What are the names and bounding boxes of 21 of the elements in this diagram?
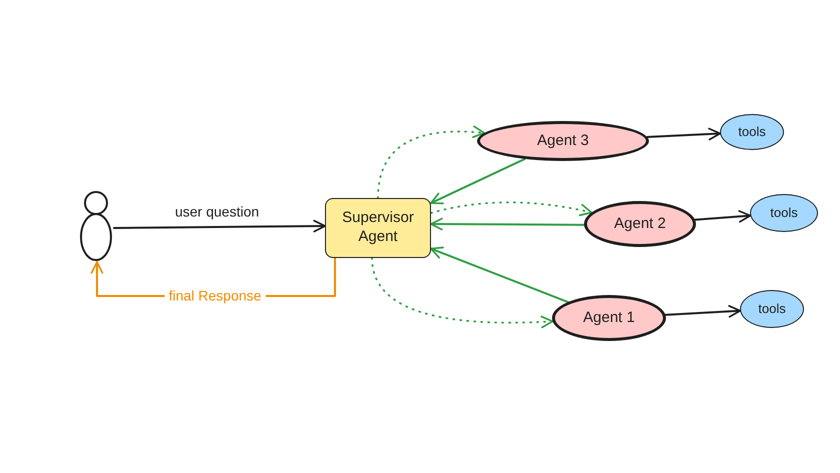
arrow (430, 218, 586, 230)
dotted-arrow (371, 257, 554, 328)
node-label: Agent 2 (614, 214, 666, 234)
dotted-arrow (430, 201, 592, 216)
arrow (646, 128, 722, 140)
supervisor-box (325, 198, 431, 258)
node-label: Supervisor Agent (341, 209, 415, 247)
edge-label: final Response (164, 287, 266, 305)
agent-ellipse (584, 201, 696, 247)
node-label: Agent 1 (583, 308, 635, 328)
person-icon (78, 190, 114, 262)
arrow (664, 305, 742, 318)
arrow (694, 210, 752, 223)
dotted-arrow (377, 126, 486, 199)
node-label: tools (738, 124, 766, 140)
node-label: Agent 3 (537, 132, 589, 150)
arrow (430, 246, 569, 304)
node-label: tools (758, 300, 786, 318)
arrow (113, 220, 326, 232)
agent-ellipse (477, 121, 649, 161)
node-label: tools (770, 204, 798, 222)
